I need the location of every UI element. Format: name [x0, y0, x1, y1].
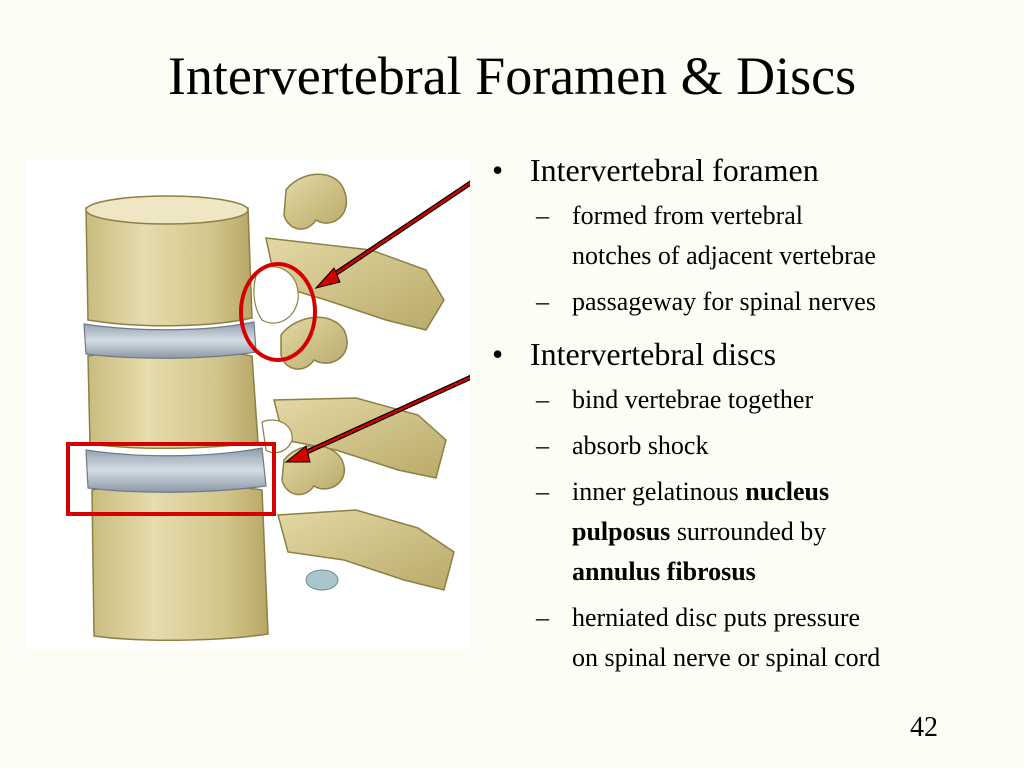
bullet-marker: •	[492, 152, 504, 188]
dash-marker: –	[536, 201, 549, 230]
bold-term: annulus fibrosus	[572, 557, 756, 586]
dash-marker: –	[536, 287, 549, 316]
intervertebral-discs	[83, 321, 267, 493]
nerve-root-mark	[305, 569, 339, 591]
subitem-line: annulus fibrosus	[572, 552, 1012, 592]
subitem-line: herniated disc puts pressure	[572, 603, 861, 632]
disc-highlight-box	[66, 442, 276, 516]
dash-marker: –	[536, 431, 549, 460]
subitem-line: formed from vertebral	[572, 201, 804, 230]
vertebral-processes	[265, 173, 455, 591]
bold-term: pulposus	[572, 517, 671, 546]
bold-term: nucleus	[745, 477, 830, 506]
callout-arrows	[284, 180, 470, 463]
vertebrae-illustration	[26, 160, 470, 650]
subitem-line: passageway for spinal nerves	[572, 287, 876, 316]
subitem: – inner gelatinous nucleus pulposus surr…	[492, 472, 1012, 592]
subitem-line: pulposus surrounded by	[572, 512, 1012, 552]
subitem: – herniated disc puts pressure on spinal…	[492, 598, 1012, 678]
bullet-list: • Intervertebral foramen – formed from v…	[492, 148, 1012, 678]
subitem-line: notches of adjacent vertebrae	[572, 241, 876, 270]
plain-text: inner gelatinous	[572, 477, 746, 506]
subitem: – bind vertebrae together	[492, 380, 1012, 420]
top-endplate	[85, 195, 249, 225]
subitem-line: bind vertebrae together	[572, 385, 814, 414]
bullet-text: Intervertebral foramen	[530, 152, 819, 188]
subitem: – passageway for spinal nerves	[492, 282, 1012, 322]
subitem-line: inner gelatinous nucleus	[572, 472, 1012, 512]
bullet-text: Intervertebral discs	[530, 336, 777, 372]
slide-title: Intervertebral Foramen & Discs	[167, 46, 857, 106]
foramen-highlight-circle	[239, 262, 317, 362]
subitem: – absorb shock	[492, 426, 1012, 466]
subitem: – formed from vertebral notches of adjac…	[492, 196, 1012, 276]
page-number: 42	[910, 712, 938, 743]
subitem-line: absorb shock	[572, 431, 709, 460]
dash-marker: –	[536, 477, 549, 506]
dash-marker: –	[536, 385, 549, 414]
vertebral-bodies	[85, 199, 269, 642]
bullet-intervertebral-foramen: • Intervertebral foramen	[492, 150, 1012, 190]
bullet-intervertebral-discs: • Intervertebral discs	[492, 334, 1012, 374]
dash-marker: –	[536, 603, 549, 632]
plain-text: surrounded by	[670, 517, 827, 546]
subitem-line: on spinal nerve or spinal cord	[572, 643, 881, 672]
bullet-marker: •	[492, 336, 504, 372]
